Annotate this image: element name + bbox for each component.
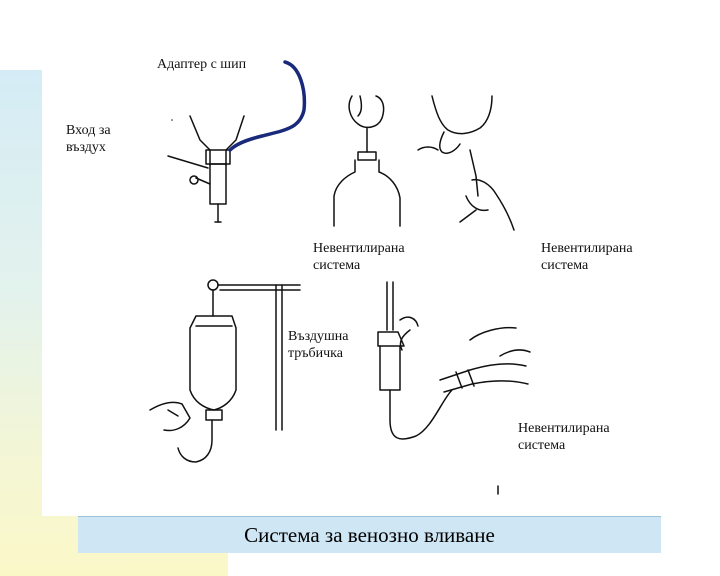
non-vented-system-label-2: Невентилирана система	[541, 241, 633, 273]
adapter-spike-figure	[167, 115, 245, 223]
air-tube-label: Въздушна тръбичка	[288, 329, 349, 361]
title-bar: Система за венозно вливане	[78, 516, 661, 553]
drip-chamber-figure	[377, 281, 453, 440]
non-vented-system-label-1: Невентилирана система	[313, 241, 405, 273]
air-inlet-label: Вход за въздух	[66, 123, 111, 155]
adapter-highlight-tube	[228, 60, 307, 152]
bottle-stand-figure	[149, 279, 301, 463]
bottle-spike-figure	[333, 95, 401, 227]
diagram-panel	[42, 28, 672, 516]
adapter-spike-label: Адаптер с шип	[157, 57, 247, 72]
hands-assembly-figure	[417, 95, 515, 231]
non-vented-system-label-3: Невентилирана система	[518, 421, 610, 453]
roller-clamp-figure	[439, 326, 531, 393]
slide-title: Система за венозно вливане	[244, 522, 495, 547]
